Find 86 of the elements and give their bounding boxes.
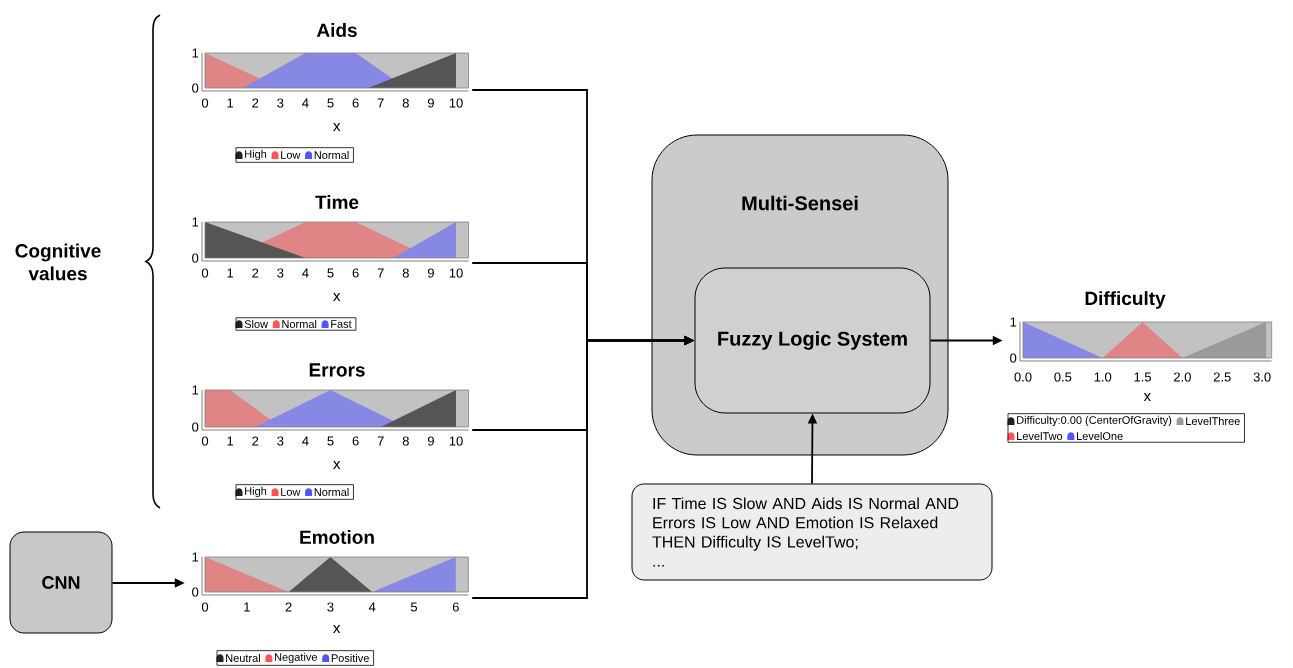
tick-label: 2.0: [1174, 372, 1191, 382]
legend-item: LevelThree: [1176, 416, 1240, 426]
tick-label: 0: [201, 98, 209, 108]
tick-label: 4: [302, 268, 309, 278]
tick-label: 4: [368, 602, 376, 612]
tick-label: 0: [192, 253, 199, 263]
tick-label: 10: [449, 436, 463, 446]
tick-label: 8: [402, 268, 409, 278]
tick-label: 1: [192, 217, 199, 227]
process-box: Fuzzy Logic System: [694, 267, 931, 414]
tick-label: 1: [192, 48, 199, 58]
tick-label: 3: [277, 268, 284, 278]
legend-item: Difficulty:0.00 (CenterOfGravity): [1007, 415, 1172, 427]
tick-label: 0.0: [1014, 372, 1032, 382]
legend-item: Fast: [321, 320, 352, 328]
legend-item: Normal: [272, 319, 317, 329]
tick-label: 1.0: [1094, 372, 1112, 382]
tick-label: 6: [352, 268, 359, 278]
legend-item: LevelOne: [1067, 431, 1123, 441]
tick-label: 8: [402, 98, 409, 108]
legend-item: Negative: [265, 652, 317, 664]
tick-label: 2: [285, 602, 292, 612]
tick-label: 9: [427, 268, 434, 278]
axis-label: x: [333, 461, 341, 469]
tick-label: 1: [227, 98, 234, 108]
tick-label: 2: [252, 436, 259, 446]
tick-label: 3: [327, 602, 334, 612]
tick-label: 0: [1010, 353, 1017, 363]
tick-label: 9: [427, 98, 434, 108]
tick-label: 8: [402, 436, 409, 446]
tick-label: 4: [302, 98, 309, 108]
tick-label: 5: [327, 436, 334, 446]
tick-label: 0: [192, 587, 199, 597]
tick-label: 10: [449, 98, 463, 108]
chart-title: Time: [315, 195, 359, 209]
tick-label: 0: [192, 422, 199, 432]
legend-item: LevelTwo: [1007, 431, 1063, 441]
tick-label: 7: [377, 436, 384, 446]
tick-label: 2.5: [1213, 372, 1231, 382]
tick-label: 1: [1010, 317, 1017, 327]
tick-label: 1: [192, 552, 199, 562]
tick-label: 5: [327, 98, 334, 108]
legend-item: High: [235, 486, 267, 498]
tick-label: 1.5: [1134, 372, 1152, 382]
tick-label: 6: [452, 602, 459, 612]
tick-label: 10: [449, 268, 463, 278]
process-box: CNN: [9, 531, 113, 634]
legend-item: Slow: [235, 319, 269, 329]
tick-label: 3: [277, 436, 284, 446]
legend-item: Low: [271, 151, 301, 159]
tick-label: 6: [352, 98, 359, 108]
tick-label: 7: [377, 98, 384, 108]
chart-title: Aids: [316, 23, 357, 37]
tick-label: 0.5: [1054, 372, 1072, 382]
tick-label: 0: [192, 83, 199, 93]
legend-item: Positive: [322, 653, 369, 663]
tick-label: 4: [302, 436, 309, 446]
tick-label: 3: [277, 98, 284, 108]
tick-label: 1: [227, 268, 234, 278]
tick-label: 0: [201, 268, 209, 278]
axis-label: x: [1143, 393, 1151, 401]
tick-label: 9: [427, 436, 434, 446]
tick-label: 2: [252, 268, 259, 278]
tick-label: 3.0: [1253, 372, 1271, 382]
chart-title: Errors: [309, 363, 365, 377]
axis-label: x: [333, 625, 341, 633]
chart-title: Emotion: [300, 530, 374, 544]
tick-label: 0: [201, 436, 209, 446]
tick-label: 0: [201, 602, 209, 612]
tick-label: 2: [252, 98, 259, 108]
axis-label: x: [333, 123, 341, 131]
tick-label: 5: [327, 268, 334, 278]
tick-label: 1: [244, 602, 250, 612]
tick-label: 5: [410, 602, 418, 612]
group-label: Cognitive values: [15, 243, 101, 281]
legend-item: High: [235, 149, 267, 161]
tick-label: 1: [192, 385, 199, 395]
legend-item: Low: [271, 488, 301, 496]
axis-label: x: [333, 293, 341, 301]
legend-item: Normal: [305, 487, 349, 497]
legend-item: Neutral: [216, 653, 260, 663]
tick-label: 7: [377, 268, 384, 278]
chart-title: Difficulty: [1085, 291, 1166, 309]
tick-label: 1: [227, 436, 234, 446]
tick-label: 6: [352, 436, 359, 446]
legend-item: Normal: [305, 150, 349, 160]
